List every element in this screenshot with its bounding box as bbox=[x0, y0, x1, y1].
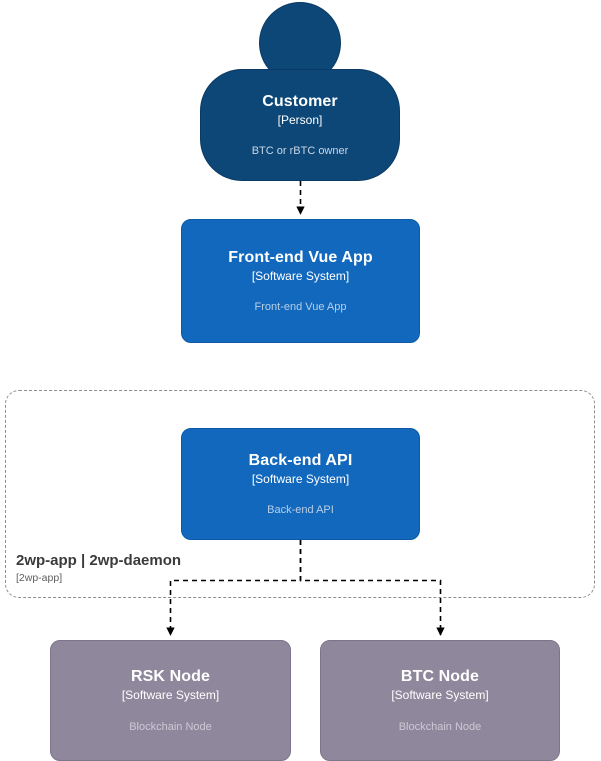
node-customer-title: Customer bbox=[262, 92, 338, 110]
node-backend-title: Back-end API bbox=[248, 451, 353, 469]
node-rsk-type: [Software System] bbox=[121, 688, 220, 703]
node-btc-type: [Software System] bbox=[391, 688, 489, 703]
node-backend-type: [Software System] bbox=[251, 471, 350, 486]
boundary-title: 2wp-app | 2wp-daemon bbox=[16, 552, 182, 569]
node-frontend-title: Front-end Vue App bbox=[228, 248, 373, 266]
node-backend-api[interactable]: Back-end API [Software System] Back-end … bbox=[181, 428, 420, 540]
node-backend-description: Back-end API bbox=[267, 504, 334, 517]
node-frontend-type: [Software System] bbox=[251, 268, 350, 283]
node-frontend-vue-app[interactable]: Front-end Vue App [Software System] Fron… bbox=[181, 219, 420, 343]
node-btc-node[interactable]: BTC Node [Software System] Blockchain No… bbox=[320, 640, 560, 761]
node-customer-type: [Person] bbox=[277, 112, 323, 127]
node-rsk-node[interactable]: RSK Node [Software System] Blockchain No… bbox=[50, 640, 291, 761]
node-customer[interactable]: Customer [Person] BTC or rBTC owner bbox=[200, 69, 400, 181]
node-rsk-description: Blockchain Node bbox=[129, 720, 212, 733]
boundary-label: 2wp-app | 2wp-daemon [2wp-app] bbox=[16, 552, 181, 585]
node-customer-description: BTC or rBTC owner bbox=[251, 145, 349, 158]
node-btc-description: Blockchain Node bbox=[398, 720, 482, 733]
node-rsk-title: RSK Node bbox=[130, 668, 211, 686]
node-btc-title: BTC Node bbox=[400, 668, 480, 686]
node-frontend-description: Front-end Vue App bbox=[254, 301, 347, 314]
boundary-type: [2wp-app] bbox=[16, 572, 63, 584]
